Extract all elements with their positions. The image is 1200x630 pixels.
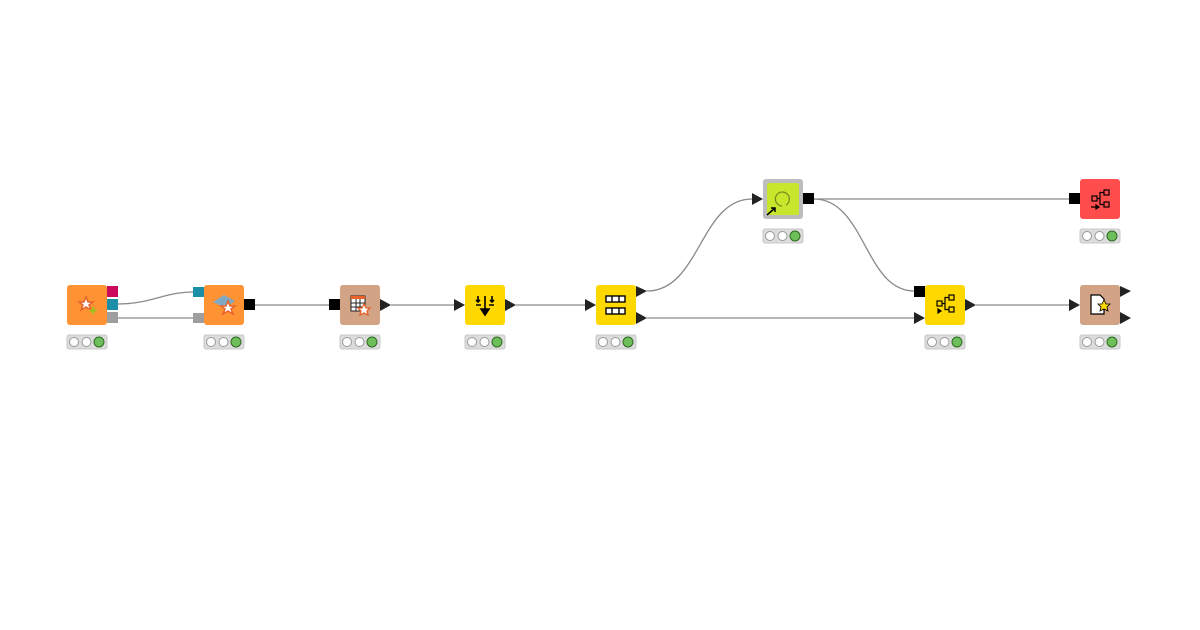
input-port[interactable]: [585, 299, 596, 311]
node-3[interactable]: [329, 285, 391, 325]
status-light-green: [622, 336, 634, 348]
document-star-icon: [1090, 294, 1111, 315]
status-light-green: [1106, 336, 1118, 348]
node-status-n2: [203, 334, 245, 350]
node-status-n8: [924, 334, 966, 350]
input-port[interactable]: [1069, 193, 1080, 204]
status-light-off: [81, 337, 92, 347]
node-status-n3: [339, 334, 381, 350]
status-light-off: [206, 337, 216, 347]
node-status-n6: [762, 228, 804, 244]
input-port[interactable]: [914, 312, 925, 324]
partition-icon: [605, 295, 626, 315]
status-light-green: [93, 336, 105, 348]
node-status-n1: [66, 334, 108, 350]
output-port[interactable]: [1120, 312, 1131, 324]
node-5[interactable]: [585, 285, 647, 325]
star-plus-icon: [76, 294, 97, 314]
tree-ensemble-icon: [1091, 189, 1110, 211]
status-light-off: [765, 231, 775, 241]
status-light-off: [479, 337, 490, 347]
status-light-off: [69, 337, 79, 347]
output-port[interactable]: [636, 312, 647, 324]
node-body[interactable]: [767, 183, 799, 215]
output-port[interactable]: [1120, 286, 1131, 297]
status-light-off: [777, 231, 788, 241]
status-light-off: [354, 337, 365, 347]
node-body[interactable]: [596, 285, 636, 325]
node-9[interactable]: [1069, 285, 1131, 325]
connection-n1-n2-a[interactable]: [117, 291, 194, 305]
status-light-off: [598, 337, 608, 347]
connection-n5-n6[interactable]: [646, 198, 753, 292]
node-status-n7: [1079, 228, 1121, 244]
output-port[interactable]: [107, 299, 118, 310]
node-8[interactable]: [914, 285, 976, 325]
status-light-green: [789, 230, 801, 242]
status-light-off: [1082, 337, 1092, 347]
status-light-green: [951, 336, 963, 348]
status-light-off: [939, 337, 950, 347]
connections: [117, 198, 1069, 319]
input-port[interactable]: [914, 286, 925, 297]
status-light-green: [366, 336, 378, 348]
status-light-off: [218, 337, 229, 347]
input-port[interactable]: [752, 193, 763, 205]
input-port[interactable]: [193, 313, 204, 323]
node-status-n5: [595, 334, 637, 350]
status-lights: [66, 228, 1121, 350]
status-light-off: [1082, 231, 1092, 241]
output-port[interactable]: [107, 312, 118, 323]
output-port[interactable]: [380, 299, 391, 311]
node-7[interactable]: [1069, 179, 1120, 219]
connection-n6-n8[interactable]: [813, 198, 915, 292]
output-port[interactable]: [803, 193, 814, 204]
status-light-green: [491, 336, 503, 348]
status-light-green: [1106, 230, 1118, 242]
output-port[interactable]: [636, 286, 647, 297]
input-port[interactable]: [454, 299, 465, 311]
status-light-off: [1094, 231, 1105, 241]
status-light-off: [467, 337, 477, 347]
output-port[interactable]: [244, 299, 255, 310]
merge-down-icon: [475, 296, 495, 317]
input-port[interactable]: [329, 299, 340, 310]
node-status-n4: [464, 334, 506, 350]
status-light-off: [1094, 337, 1105, 347]
status-light-off: [927, 337, 937, 347]
node-status-n9: [1079, 334, 1121, 350]
node-4[interactable]: [454, 285, 516, 325]
output-port[interactable]: [965, 299, 976, 311]
output-port[interactable]: [505, 299, 516, 311]
input-port[interactable]: [1069, 299, 1080, 311]
status-light-green: [230, 336, 242, 348]
status-light-off: [610, 337, 621, 347]
model-star-icon: [213, 295, 238, 316]
status-light-off: [342, 337, 352, 347]
table-star-icon: [350, 295, 372, 317]
loop-icon: [766, 191, 790, 216]
tree-ensemble-icon: [936, 294, 955, 315]
input-port[interactable]: [193, 287, 204, 297]
output-port[interactable]: [107, 286, 118, 297]
node-1[interactable]: [67, 285, 118, 325]
node-6[interactable]: [752, 179, 814, 219]
node-2[interactable]: [193, 285, 255, 325]
